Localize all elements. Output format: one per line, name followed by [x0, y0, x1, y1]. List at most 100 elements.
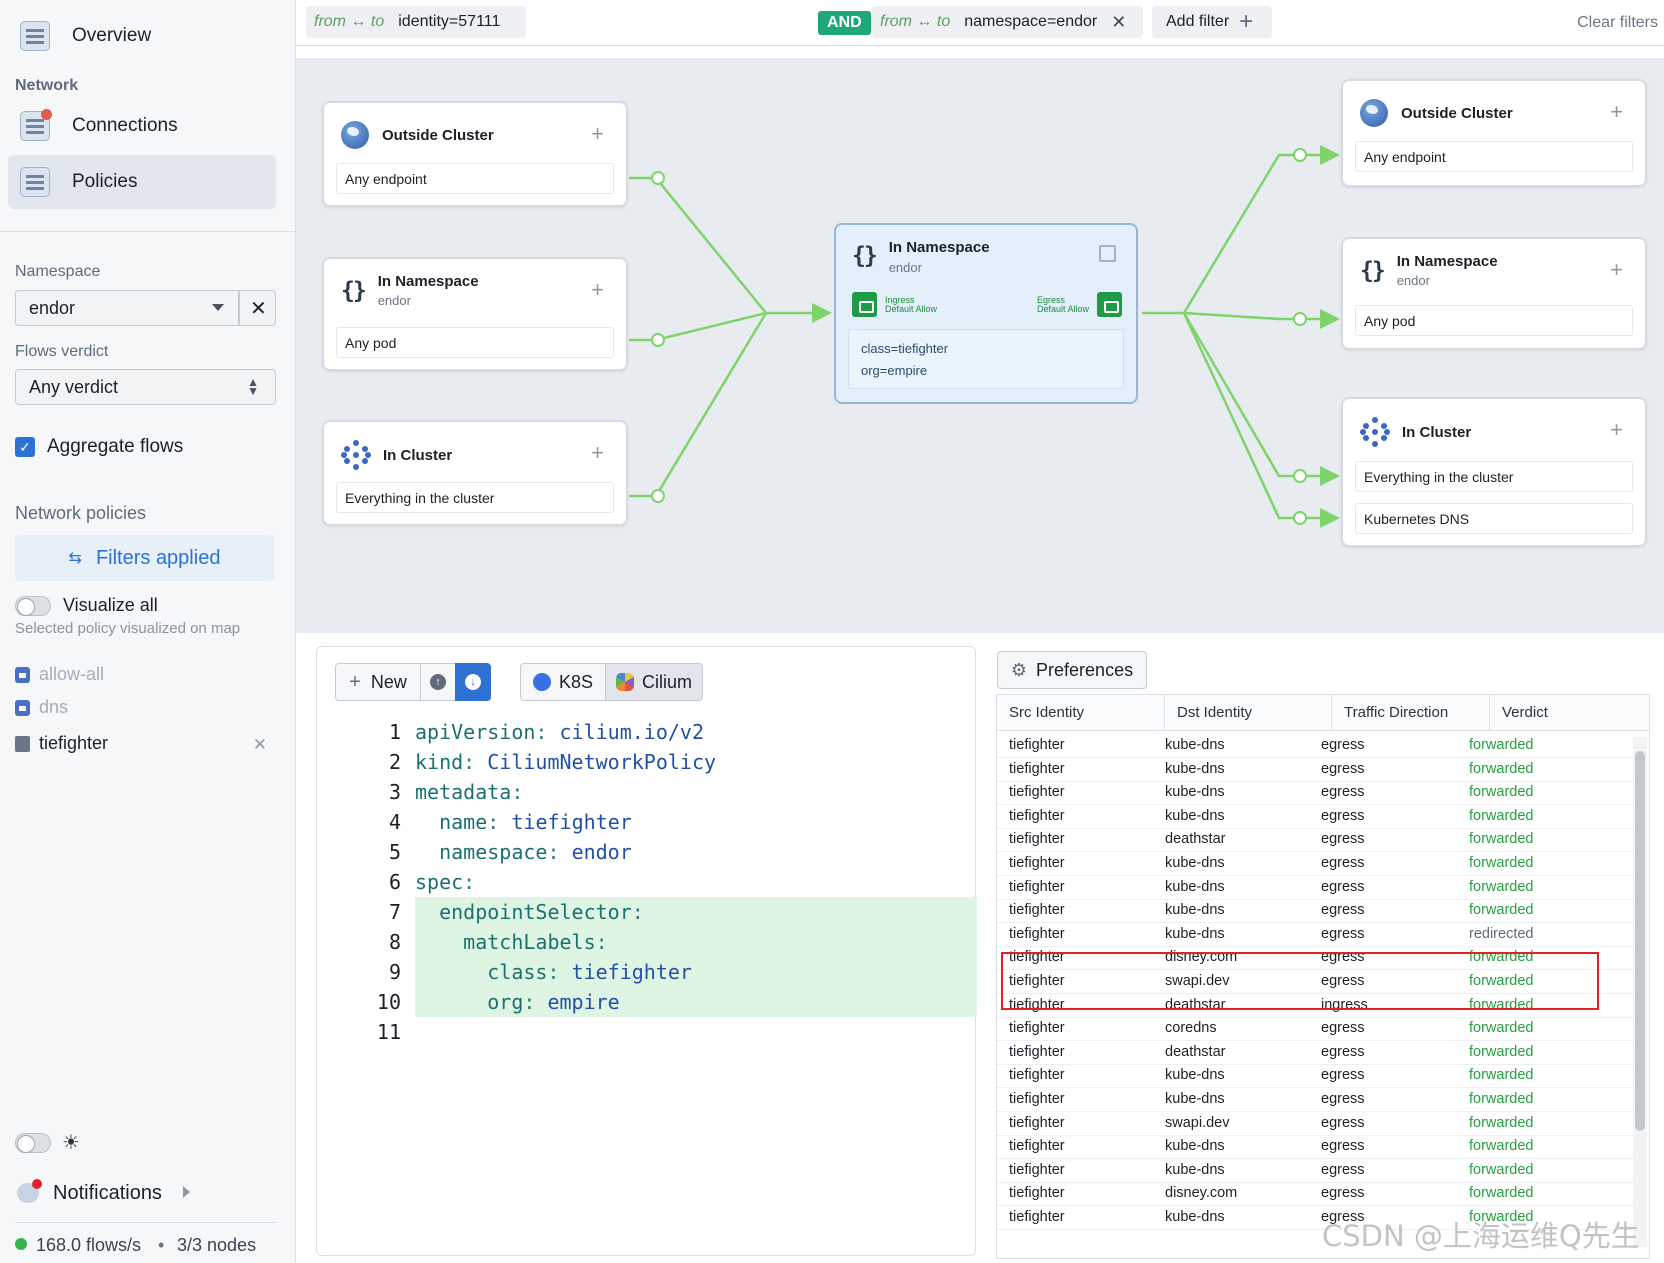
- theme-toggle[interactable]: [15, 1133, 51, 1153]
- filter-chip-namespace[interactable]: from ↔ to namespace=endor ✕: [872, 6, 1143, 38]
- card-subtitle: endor: [377, 293, 411, 308]
- caret-down-icon: [212, 304, 224, 311]
- filter-chip-identity[interactable]: from ↔ to identity=57111: [306, 6, 526, 38]
- policy-item-allow-all[interactable]: allow-all: [15, 664, 104, 685]
- watermark: CSDN @上海运维Q先生: [1322, 1219, 1640, 1253]
- code-line: 9 class: tiefighter: [317, 957, 977, 987]
- edge-check-1: [651, 171, 665, 185]
- clear-filters-link[interactable]: Clear filters: [1577, 14, 1658, 31]
- aggregate-label: Aggregate flows: [47, 436, 184, 457]
- code-line: 10 org: empire: [317, 987, 977, 1017]
- visualize-all-label: Visualize all: [63, 595, 158, 615]
- verdict-select[interactable]: Any verdict ▲▼: [15, 369, 276, 405]
- code-line: 11: [317, 1017, 977, 1047]
- col-header-src[interactable]: Src Identity: [997, 695, 1165, 731]
- line-number: 7: [388, 900, 401, 924]
- cilium-tab[interactable]: Cilium: [605, 663, 703, 701]
- remove-policy-icon[interactable]: ✕: [252, 735, 267, 754]
- plus-icon[interactable]: +: [591, 277, 604, 302]
- src-cell: tiefighter: [1009, 760, 1065, 777]
- edge-out-everything: [1182, 312, 1320, 478]
- plus-icon[interactable]: +: [591, 440, 604, 465]
- namespace-select[interactable]: endor: [15, 290, 239, 326]
- card-title: In Namespace: [1396, 253, 1498, 270]
- col-header-direction[interactable]: Traffic Direction: [1332, 695, 1490, 731]
- download-button[interactable]: ↓: [455, 663, 491, 701]
- line-number: 11: [376, 1020, 401, 1044]
- dst-cell: kube-dns: [1165, 1091, 1225, 1107]
- table-scrollbar[interactable]: [1633, 737, 1647, 1247]
- nav-policies[interactable]: Policies: [8, 155, 276, 209]
- notifications-link[interactable]: Notifications: [53, 1182, 162, 1204]
- aggregate-checkbox[interactable]: ✓: [15, 437, 35, 457]
- dst-cell: disney.com: [1165, 1185, 1238, 1202]
- nav-policies-label: Policies: [72, 171, 138, 192]
- col-header-verdict[interactable]: Verdict: [1490, 695, 1649, 731]
- plus-icon[interactable]: +: [1610, 257, 1623, 282]
- code-line: 7 endpointSelector:: [317, 897, 977, 927]
- line-number: 1: [388, 720, 401, 744]
- nav-overview[interactable]: Overview: [8, 9, 276, 63]
- new-policy-button[interactable]: + New: [335, 663, 421, 701]
- filters-applied-button[interactable]: ⇆ Filters applied: [15, 535, 274, 581]
- card-left-in-cluster[interactable]: In Cluster + Everything in the cluster: [322, 420, 628, 526]
- plus-icon[interactable]: +: [1610, 417, 1623, 442]
- cilium-label: Cilium: [641, 671, 692, 692]
- arrow-in: [812, 303, 832, 323]
- line-number: 3: [388, 780, 401, 804]
- upload-button[interactable]: ↑: [420, 663, 456, 701]
- network-section-label: Network: [15, 77, 79, 94]
- card-left-outside-cluster[interactable]: Outside Cluster + Any endpoint: [322, 101, 628, 207]
- clear-namespace-button[interactable]: ✕: [239, 290, 276, 326]
- service-map[interactable]: Outside Cluster + Any endpoint {}In Name…: [296, 58, 1664, 633]
- card-right-in-cluster[interactable]: In Cluster + Everything in the cluster K…: [1341, 397, 1647, 547]
- direction-cell: egress: [1321, 973, 1365, 989]
- plus-icon[interactable]: +: [591, 121, 604, 146]
- preferences-button[interactable]: ⚙ Preferences: [997, 651, 1147, 689]
- line-text: matchLabels:: [415, 927, 977, 957]
- verdict-cell: forwarded: [1469, 737, 1534, 753]
- remove-filter-icon[interactable]: ✕: [1111, 11, 1127, 32]
- card-right-outside-cluster[interactable]: Outside Cluster + Any endpoint: [1341, 79, 1647, 187]
- direction-cell: egress: [1321, 902, 1365, 919]
- chip-direction[interactable]: from ↔ to: [314, 13, 385, 30]
- edit-icon[interactable]: [1099, 245, 1116, 262]
- src-cell: tiefighter: [1009, 1161, 1065, 1178]
- plus-icon[interactable]: +: [1610, 99, 1623, 124]
- new-label: New: [370, 671, 407, 692]
- col-header-dst[interactable]: Dst Identity: [1165, 695, 1332, 731]
- chip-direction[interactable]: from ↔ to: [880, 13, 951, 30]
- add-filter-button[interactable]: Add filter +: [1152, 6, 1272, 38]
- k8s-tab[interactable]: K8S: [520, 663, 606, 701]
- direction-cell: egress: [1321, 1091, 1365, 1107]
- connections-icon: [20, 109, 52, 141]
- policy-item-dns[interactable]: dns: [15, 697, 68, 718]
- nav-connections[interactable]: Connections: [8, 99, 276, 153]
- visualize-all-toggle[interactable]: [15, 596, 51, 616]
- policy-item-tiefighter[interactable]: tiefighter ✕: [15, 733, 267, 754]
